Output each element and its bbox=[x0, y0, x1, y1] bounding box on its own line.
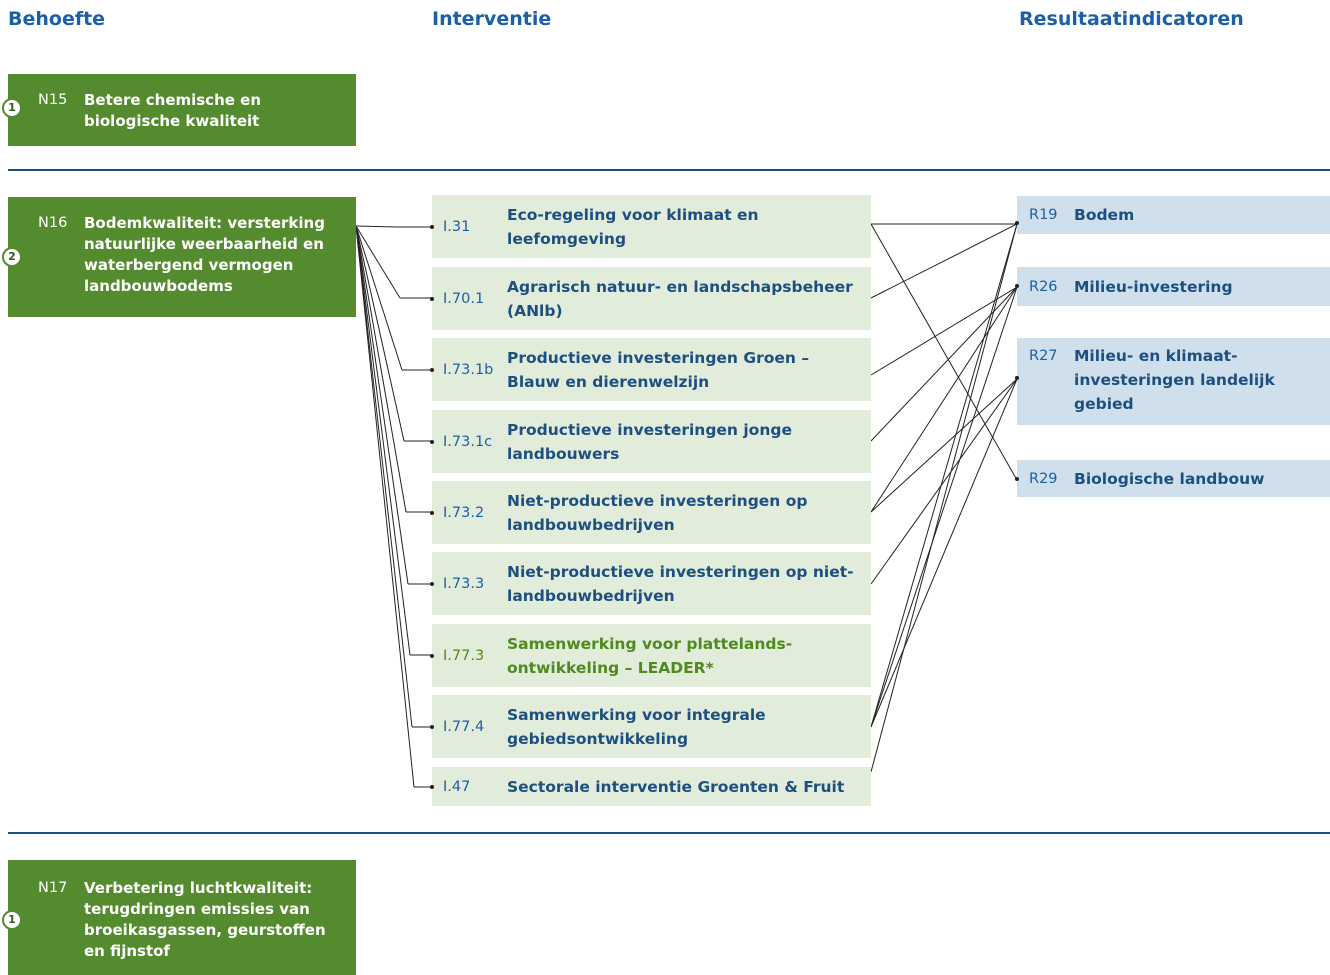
header-behoefte: Behoefte bbox=[8, 8, 106, 30]
intervention-i73-1c: I.73.1c Productieve investeringen jonge … bbox=[430, 410, 871, 473]
section-divider bbox=[8, 169, 1330, 171]
result-code: R29 bbox=[1029, 471, 1058, 487]
intervention-label: Sectorale interventie Groenten & Fruit bbox=[507, 777, 845, 796]
result-code: R27 bbox=[1029, 348, 1058, 364]
priority-badge: 2 bbox=[2, 247, 22, 267]
section-divider bbox=[8, 832, 1330, 834]
result-code: R26 bbox=[1029, 279, 1058, 295]
header-resultaatindicatoren: Resultaatindicatoren bbox=[1019, 8, 1244, 30]
need-code: N15 bbox=[38, 92, 68, 108]
connector-dot bbox=[430, 784, 434, 789]
intervention-label: Eco-regeling voor klimaat en leefomgevin… bbox=[507, 205, 759, 248]
intervention-result-link bbox=[870, 378, 1018, 728]
need-intervention-link bbox=[355, 225, 405, 442]
intervention-label: Agrarisch natuur- en landschapsbeheer (A… bbox=[507, 277, 853, 320]
intervention-i77-4: I.77.4 Samenwerking voor integrale gebie… bbox=[430, 695, 871, 758]
intervention-i73-2: I.73.2 Niet-productieve investeringen op… bbox=[430, 481, 871, 544]
intervention-result-link bbox=[870, 286, 1018, 442]
header-interventie: Interventie bbox=[432, 8, 552, 30]
need-intervention-link bbox=[355, 225, 407, 513]
connector-dot bbox=[1015, 284, 1019, 288]
intervention-result-link bbox=[870, 286, 1018, 513]
intervention-i70-1: I.70.1 Agrarisch natuur- en landschapsbe… bbox=[430, 267, 871, 330]
intervention-label: Niet-productieve investeringen op niet-l… bbox=[507, 562, 854, 605]
intervention-result-link bbox=[870, 223, 1018, 481]
result-label: Biologische landbouw bbox=[1074, 470, 1265, 488]
need-box-n16: 2 N16 Bodemkwaliteit: versterking natuur… bbox=[2, 197, 356, 317]
intervention-code: I.70.1 bbox=[443, 290, 485, 307]
intervention-result-link bbox=[870, 286, 1018, 728]
intervention-code: I.73.2 bbox=[443, 504, 485, 521]
connector-dot bbox=[430, 367, 434, 372]
connector-dot bbox=[1015, 477, 1019, 481]
need-label: Verbetering luchtkwaliteit: terugdringen… bbox=[84, 879, 326, 960]
intervention-i47: I.47 Sectorale interventie Groenten & Fr… bbox=[430, 767, 871, 806]
intervention-result-link bbox=[870, 223, 1018, 773]
need-intervention-link bbox=[355, 225, 398, 228]
connector-dot bbox=[430, 296, 434, 301]
intervention-i73-1b: I.73.1b Productieve investeringen Groen … bbox=[430, 338, 871, 401]
intervention-code: I.77.4 bbox=[443, 718, 485, 735]
intervention-result-link bbox=[870, 378, 1018, 585]
intervention-result-link bbox=[870, 223, 1018, 299]
intervention-code: I.73.1b bbox=[443, 361, 494, 378]
connector-dot bbox=[1015, 376, 1019, 380]
intervention-code: I.77.3 bbox=[443, 647, 485, 664]
result-label: Bodem bbox=[1074, 206, 1135, 224]
intervention-result-link bbox=[870, 378, 1018, 513]
connector-dot bbox=[430, 653, 434, 658]
need-intervention-link bbox=[355, 225, 409, 585]
need-box-n15: 1 N15 Betere chemische en biologische kw… bbox=[2, 74, 356, 146]
need-label: Bodemkwaliteit: versterking natuurlijke … bbox=[84, 214, 325, 295]
result-r29: R29 Biologische landbouw bbox=[1015, 460, 1330, 497]
intervention-label: Samenwerking voor integrale gebiedsontwi… bbox=[507, 705, 766, 748]
need-code: N16 bbox=[38, 215, 68, 231]
connector-dot bbox=[430, 510, 434, 515]
intervention-i31: I.31 Eco-regeling voor klimaat en leefom… bbox=[430, 195, 871, 258]
priority-badge: 1 bbox=[2, 910, 22, 930]
intervention-result-link bbox=[870, 286, 1018, 376]
need-intervention-link bbox=[355, 225, 411, 656]
priority-badge: 1 bbox=[2, 98, 22, 118]
need-intervention-link bbox=[355, 225, 415, 788]
result-r26: R26 Milieu-investering bbox=[1015, 267, 1330, 306]
intervention-label: Productieve investeringen Groen – Blauw … bbox=[507, 348, 810, 391]
intervention-code: I.31 bbox=[443, 218, 471, 235]
connector-dot bbox=[1015, 221, 1019, 225]
connector-dot bbox=[430, 581, 434, 586]
intervention-result-link bbox=[870, 223, 1018, 728]
need-label: Betere chemische en biologische kwalitei… bbox=[84, 91, 262, 130]
connector-dot bbox=[430, 724, 434, 729]
result-code: R19 bbox=[1029, 207, 1058, 223]
need-intervention-link bbox=[355, 225, 413, 728]
intervention-i73-3: I.73.3 Niet-productieve investeringen op… bbox=[430, 552, 871, 615]
result-label: Milieu- en klimaat­investeringen landeli… bbox=[1074, 347, 1275, 413]
need-intervention-link bbox=[355, 225, 403, 371]
result-label: Milieu-investering bbox=[1074, 278, 1233, 296]
result-r27: R27 Milieu- en klimaat­investeringen lan… bbox=[1015, 338, 1330, 425]
intervention-i77-3: I.77.3 Samenwerking voor plattelands­ont… bbox=[430, 624, 871, 687]
intervention-code: I.47 bbox=[443, 778, 471, 795]
intervention-label: Samenwerking voor plattelands­ontwikkeli… bbox=[507, 634, 793, 677]
connector-dot bbox=[430, 224, 434, 229]
intervention-label: Productieve investeringen jonge landbouw… bbox=[507, 420, 792, 463]
intervention-code: I.73.1c bbox=[443, 433, 493, 450]
need-intervention-link bbox=[355, 225, 401, 299]
intervention-label: Niet-productieve investeringen op landbo… bbox=[507, 491, 808, 534]
need-box-n17: 1 N17 Verbetering luchtkwaliteit: terugd… bbox=[2, 860, 356, 975]
need-code: N17 bbox=[38, 880, 68, 896]
connector-dot bbox=[430, 439, 434, 444]
result-r19: R19 Bodem bbox=[1015, 196, 1330, 234]
intervention-code: I.73.3 bbox=[443, 575, 485, 592]
